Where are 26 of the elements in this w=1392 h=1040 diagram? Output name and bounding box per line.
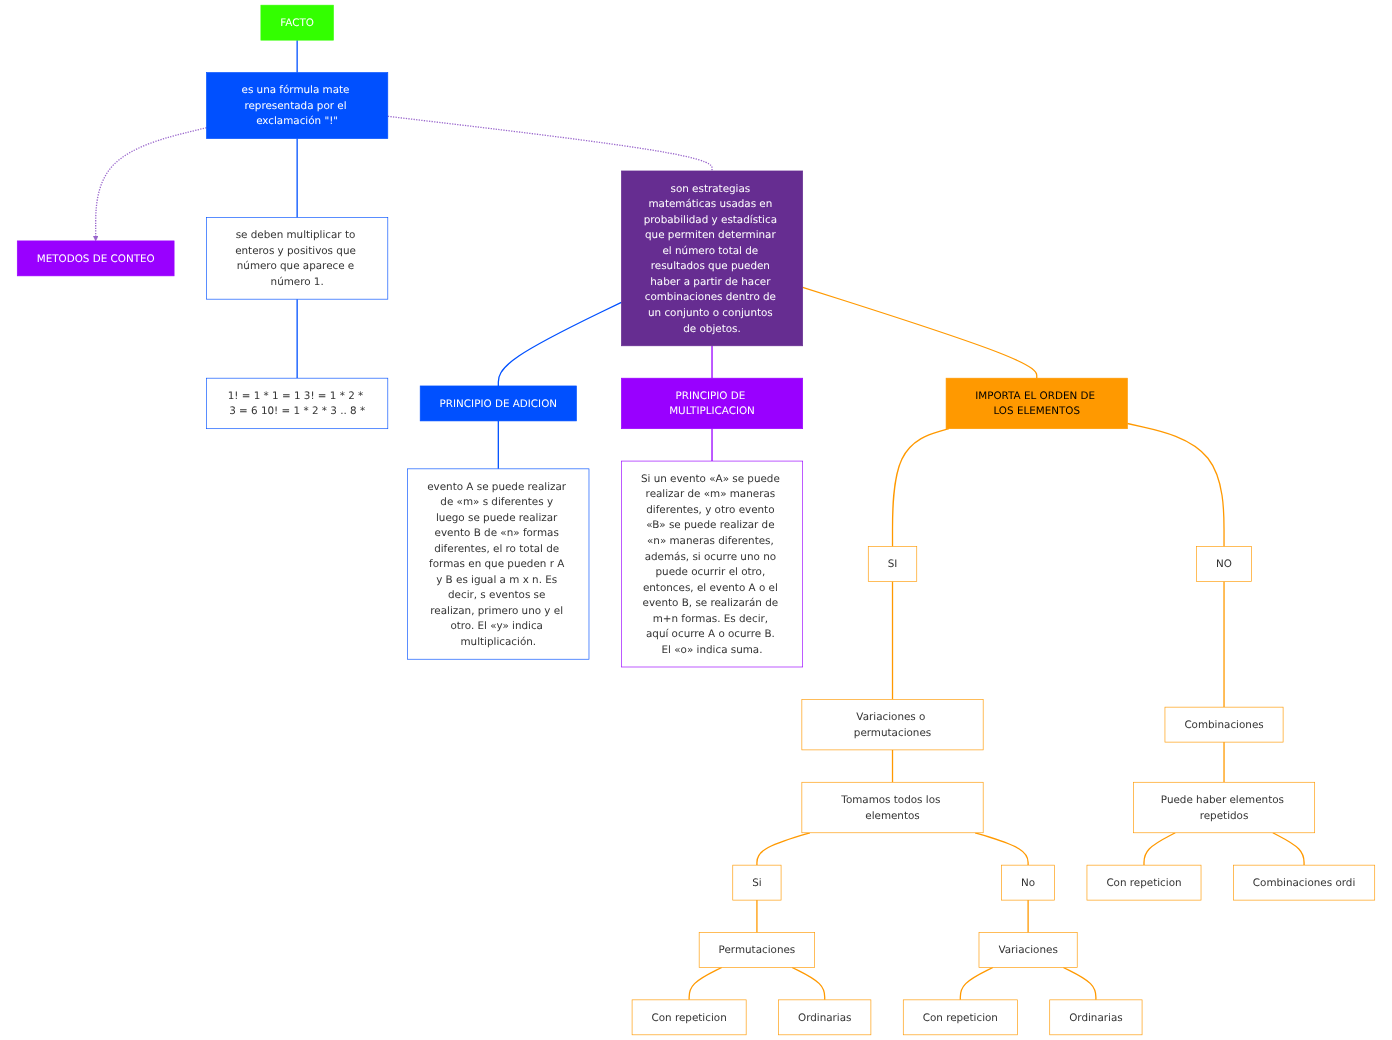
connector <box>711 428 713 462</box>
connector <box>1272 832 1305 866</box>
connector <box>1027 899 1029 934</box>
connector <box>791 966 826 1001</box>
connector <box>688 966 723 1001</box>
connector <box>296 39 298 74</box>
connector <box>711 345 713 379</box>
connector <box>802 286 1038 379</box>
connector <box>497 301 622 387</box>
connector <box>497 420 499 470</box>
connector <box>974 832 1029 866</box>
connector <box>756 832 811 866</box>
connector <box>296 298 298 379</box>
connector <box>891 580 894 701</box>
connector <box>1143 832 1176 866</box>
connector <box>959 966 994 1001</box>
connector <box>891 428 950 548</box>
connector <box>1062 966 1097 1001</box>
connector <box>296 137 298 219</box>
connector <box>756 899 758 934</box>
arrow <box>92 127 208 242</box>
connector <box>1223 580 1225 708</box>
connector <box>1126 422 1225 548</box>
connector <box>387 115 713 172</box>
connector <box>1223 741 1225 783</box>
connector <box>891 749 894 783</box>
